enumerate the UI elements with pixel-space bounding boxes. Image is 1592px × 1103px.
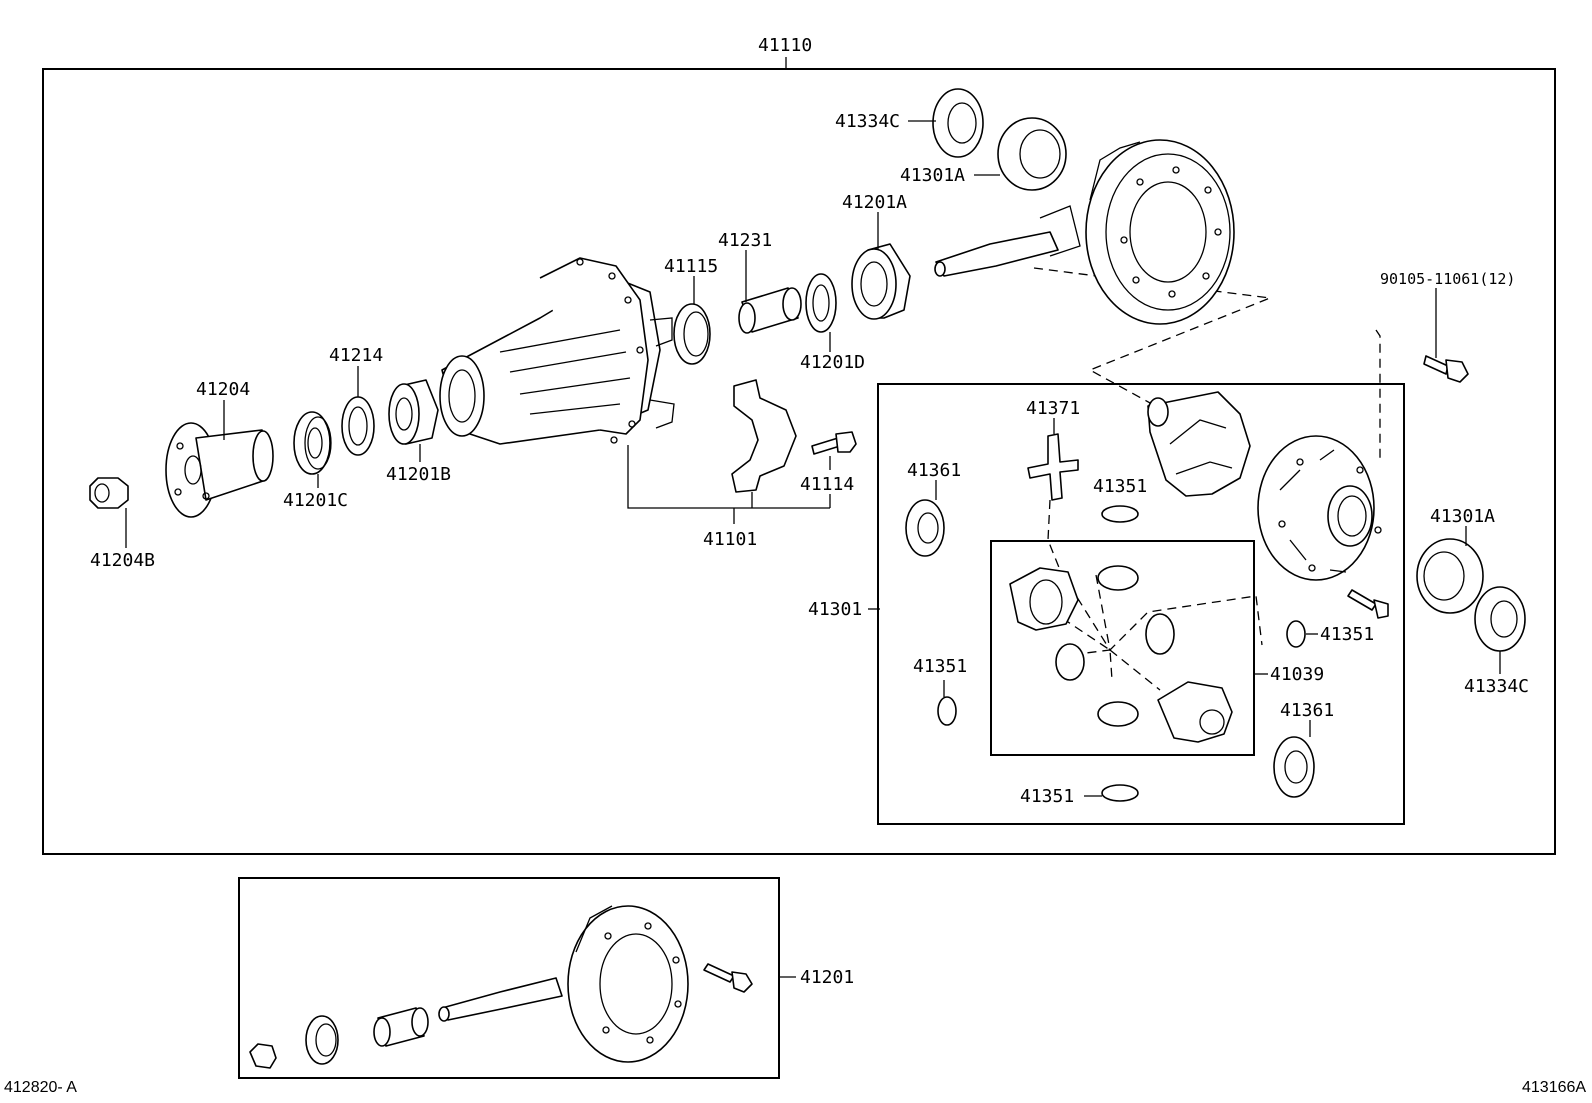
spacer-part: [341, 396, 375, 456]
label-41361-b[interactable]: 41361: [1280, 700, 1334, 721]
set-spacer-part: [373, 1007, 429, 1047]
ring-gear-part: [1085, 139, 1235, 325]
label-41301A-right[interactable]: 41301A: [1430, 506, 1495, 527]
oil-seal-part: [293, 411, 332, 475]
label-41214[interactable]: 41214: [329, 345, 383, 366]
washer-a-part: [905, 499, 945, 557]
label-41110[interactable]: 41110: [758, 35, 812, 56]
label-41301[interactable]: 41301: [808, 599, 862, 620]
adjusting-washer-right-part: [1474, 586, 1526, 652]
label-41334C-top[interactable]: 41334C: [835, 111, 900, 132]
label-41201A[interactable]: 41201A: [842, 192, 907, 213]
label-41351-b[interactable]: 41351: [913, 656, 967, 677]
label-41201C[interactable]: 41201C: [283, 490, 348, 511]
adjusting-washer-top-part: [932, 88, 984, 158]
label-41351-a[interactable]: 41351: [1093, 476, 1147, 497]
washer-b-part: [1273, 736, 1315, 798]
set-seal-part: [305, 1015, 339, 1065]
label-41039[interactable]: 41039: [1270, 664, 1324, 685]
label-41101[interactable]: 41101: [703, 529, 757, 550]
label-41115[interactable]: 41115: [664, 256, 718, 277]
side-bearing-top-part: [997, 117, 1067, 191]
carrier-housing-part: [439, 257, 675, 445]
label-41351-d[interactable]: 41351: [1020, 786, 1074, 807]
pinion-gear-bottom-part: [1097, 701, 1139, 727]
collapsible-spacer-part: [738, 287, 802, 334]
drive-pinion-part: [934, 205, 1081, 277]
diff-case-right-part: [1257, 435, 1382, 581]
main-assembly-frame: [42, 68, 1556, 855]
label-41334C-right[interactable]: 41334C: [1464, 676, 1529, 697]
diagram-code-right: 413166A: [1522, 1079, 1586, 1096]
label-41361-a[interactable]: 41361: [907, 460, 961, 481]
flange-nut-part: [89, 477, 129, 509]
bearing-cap-part: [731, 379, 797, 493]
pinion-gear-top-part: [1097, 565, 1139, 591]
rear-bearing-part: [851, 243, 911, 320]
thrust-washer-a-part: [1101, 505, 1139, 523]
guide-pinions: [1049, 574, 1161, 691]
label-90105-11061[interactable]: 90105-11061(12): [1380, 270, 1515, 288]
side-gear-left-part: [1009, 567, 1079, 631]
label-41201B[interactable]: 41201B: [386, 464, 451, 485]
set-nut-part: [249, 1043, 277, 1069]
label-41351-c[interactable]: 41351: [1320, 624, 1374, 645]
pinion-shaft-part: [1027, 433, 1079, 501]
side-gear-right-part: [1157, 681, 1233, 743]
front-bearing-part: [388, 379, 439, 445]
set-pinion-part: [438, 977, 563, 1022]
label-41301A-top[interactable]: 41301A: [900, 165, 965, 186]
label-41371[interactable]: 41371: [1026, 398, 1080, 419]
thrust-washer-b-part: [937, 696, 957, 726]
pinion-washer-part: [805, 273, 837, 333]
set-bolt-part: [703, 963, 753, 993]
set-ring-gear-part: [567, 905, 689, 1063]
label-41204[interactable]: 41204: [196, 379, 250, 400]
thrust-washer-c-part: [1286, 620, 1306, 648]
pinion-gear-left-part: [1055, 643, 1085, 681]
leader-41101-bracket: [627, 445, 830, 509]
label-41201D[interactable]: 41201D: [800, 352, 865, 373]
label-41201[interactable]: 41201: [800, 967, 854, 988]
side-bearing-right-part: [1416, 538, 1484, 614]
cap-bolt-part: [811, 431, 857, 455]
guide-ring-to-case: [1033, 267, 1273, 416]
diff-case-left-part: [1147, 391, 1251, 497]
bearing-race-part: [673, 303, 711, 365]
ring-pinion-frame: [238, 877, 780, 1079]
thrust-washer-d-part: [1101, 784, 1139, 802]
case-bolt-part: [1347, 589, 1389, 619]
guide-bolt: [1375, 329, 1381, 462]
label-41114[interactable]: 41114: [800, 474, 854, 495]
ring-bolt-part: [1423, 355, 1469, 383]
pinion-gear-right-part: [1145, 613, 1175, 655]
gear-kit-frame: [990, 540, 1255, 756]
label-41204B[interactable]: 41204B: [90, 550, 155, 571]
companion-flange-part: [165, 422, 274, 518]
case-assembly-frame: [877, 383, 1405, 825]
label-41231[interactable]: 41231: [718, 230, 772, 251]
diagram-code-left: 412820- A: [4, 1079, 77, 1096]
